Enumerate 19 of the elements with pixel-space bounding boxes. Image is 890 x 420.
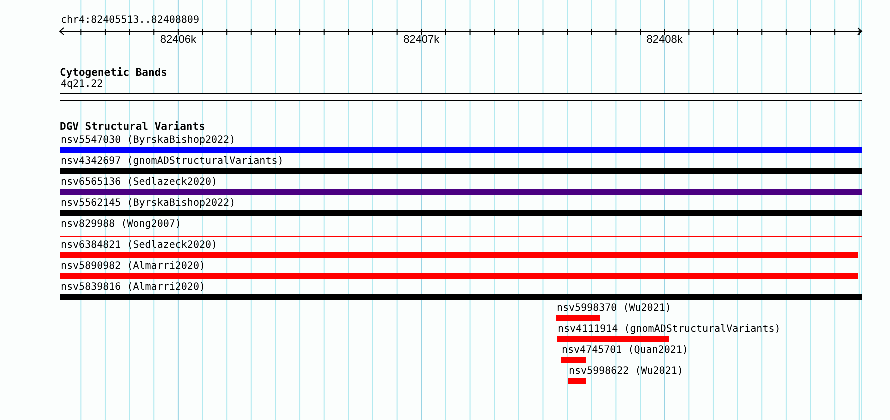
region-label: chr4:82405513..82408809 — [61, 15, 200, 27]
feature-label: nsv6565136 (Sedlazeck2020) — [61, 177, 218, 189]
track-title: Cytogenetic Bands — [60, 67, 168, 79]
feature-label: nsv5839816 (Almarri2020) — [61, 282, 206, 294]
feature-label: nsv5890982 (Almarri2020) — [61, 261, 206, 273]
axis-tick-label: 82408k — [646, 34, 683, 46]
feature-label: nsv6384821 (Sedlazeck2020) — [61, 240, 218, 252]
feature-label: nsv5547030 (ByrskaBishop2022) — [61, 135, 236, 147]
feature-label: nsv4111914 (gnomADStructuralVariants) — [558, 324, 781, 336]
feature-label: nsv4342697 (gnomADStructuralVariants) — [61, 156, 284, 168]
track-title: DGV Structural Variants — [60, 121, 206, 133]
feature-label: nsv829988 (Wong2007) — [61, 219, 182, 231]
feature-label: nsv5998370 (Wu2021) — [557, 303, 672, 315]
feature-label: nsv5998622 (Wu2021) — [569, 366, 684, 378]
band-label: 4q21.22 — [61, 79, 104, 91]
feature-label: nsv4745701 (Quan2021) — [562, 345, 688, 357]
axis-tick-label: 82407k — [404, 34, 440, 46]
axis-tick-label: 82406k — [160, 34, 196, 46]
feature-label: nsv5562145 (ByrskaBishop2022) — [61, 198, 236, 210]
